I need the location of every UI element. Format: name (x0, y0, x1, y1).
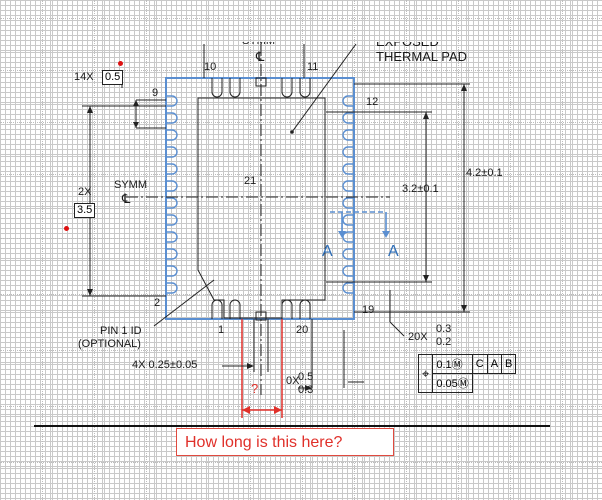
lead-width-label: 4X 0.25±0.05 (132, 359, 198, 371)
pin-pitch-box: 0.5 (102, 70, 124, 85)
pin-21-label: 21 (244, 175, 257, 187)
fcf-ref-b: B (501, 354, 517, 374)
symm-centerline-symbol: ℄ (122, 191, 131, 206)
pin1-id-line1: PIN 1 ID (100, 325, 142, 337)
lead-count-label: 20X (408, 331, 428, 343)
bottom-pins (211, 299, 311, 319)
pin-20-label: 20 (296, 324, 309, 336)
feature-control-frame: ⌖ 0.1Ⓜ C A B 0.05Ⓜ (417, 354, 517, 393)
small-x-label: 0X (286, 375, 300, 387)
question-textbox[interactable]: How long is this here? (176, 428, 394, 456)
fcf-ref-a: A (486, 354, 503, 374)
symm-label: SYMM (114, 179, 147, 191)
unknown-dimension: ? (251, 381, 259, 396)
section-a-right: A (388, 243, 399, 260)
pin-9-label: 9 (152, 87, 159, 99)
top-pins (211, 78, 311, 98)
position-symbol: ⌖ (417, 354, 434, 393)
section-a-left: A (322, 243, 333, 260)
lead-max-label: 0.3 (436, 323, 452, 335)
fcf-tol-2: 0.05Ⓜ (432, 373, 473, 393)
symm-top-label: SYMM (242, 35, 275, 47)
annotation-dot-2 (64, 226, 69, 231)
pin-2-label: 2 (154, 297, 161, 309)
pin1-id-line2: (OPTIONAL) (78, 338, 141, 350)
bottom-min-label: 0.3 (298, 384, 314, 396)
fcf-ref-c: C (471, 354, 488, 374)
package-outline (165, 77, 355, 320)
span-value-box: 3.5 (74, 203, 96, 218)
pin-10-label: 10 (204, 61, 217, 73)
center-line-symbol: ℄ (256, 49, 265, 64)
thermal-pad-label: THERMAL PAD (376, 49, 468, 64)
left-pins (166, 95, 178, 294)
bottom-max-label: 0.5 (298, 371, 314, 383)
pin-11-label: 11 (307, 61, 319, 73)
divider-rule (34, 425, 550, 427)
lead-min-label: 0.2 (436, 336, 452, 348)
span-count-label: 2X (78, 186, 92, 198)
annotation-dot-1 (118, 61, 123, 66)
pin-1-label: 1 (218, 324, 225, 336)
pin-12-label: 12 (366, 96, 379, 108)
pins-count-label: 14X (74, 71, 94, 83)
pin-19-label: 19 (362, 304, 375, 316)
fcf-tol-1: 0.1Ⓜ (432, 354, 473, 374)
height-inner-label: 3.2±0.1 (402, 183, 439, 195)
height-outer-label: 4.2±0.1 (466, 167, 503, 179)
right-pins (342, 95, 354, 294)
thermal-pad (197, 97, 326, 319)
exposed-label: EXPOSED (376, 34, 439, 49)
section-a-markers (330, 211, 387, 232)
